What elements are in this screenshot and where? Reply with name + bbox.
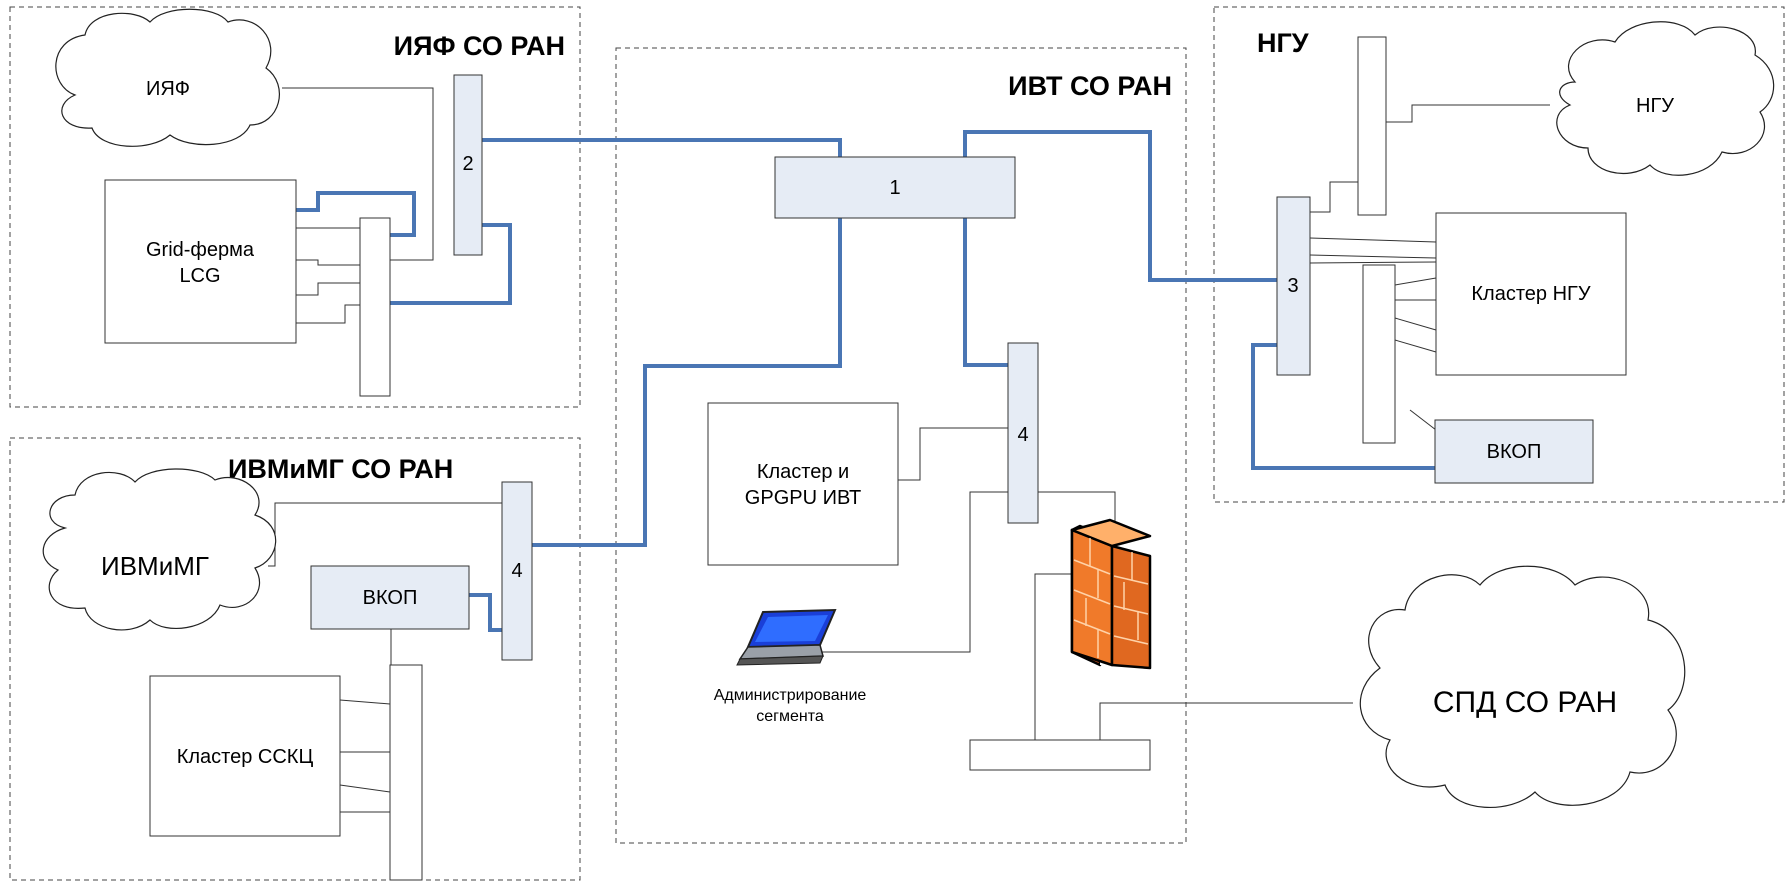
vkop-ngu-label: ВКОП (1487, 441, 1542, 463)
iyaf-local-switch (359, 217, 391, 397)
cluster-sskc-box (149, 675, 341, 837)
switch-3-label: 3 (1287, 275, 1298, 297)
vkop-ngu-box (1434, 419, 1594, 484)
region-title-ngu: НГУ (1257, 28, 1310, 58)
region-iyaf-frame (9, 6, 581, 408)
admin-label-line1: Администрирование (714, 687, 867, 704)
laptop-icon (736, 608, 837, 666)
cluster-ngu-label: Кластер НГУ (1471, 283, 1590, 305)
backbone-links (296, 130, 1435, 632)
ngu-cluster-switch (1362, 264, 1396, 444)
cluster-ngu-box (1435, 212, 1627, 376)
ngu-uplink-switch (1357, 36, 1387, 216)
cloud-spd (1359, 565, 1686, 809)
switch-4-ivmimg (501, 481, 533, 661)
cluster-ivt-label-line1: Кластер и (757, 461, 849, 483)
switch-1 (774, 156, 1016, 219)
switch-2-label: 2 (462, 153, 473, 175)
region-title-ivmimg: ИВМиМГ СО РАН (228, 454, 453, 484)
cluster-ivt-box (707, 402, 899, 566)
cloud-iyaf (55, 8, 280, 147)
switch-4-ivt-label: 4 (1017, 424, 1028, 446)
switch-3 (1276, 196, 1311, 376)
border-router-box (969, 739, 1151, 771)
switch-4-ivt (1007, 342, 1039, 524)
firewall-icon (1070, 518, 1152, 670)
region-title-ivt: ИВТ СО РАН (1008, 71, 1172, 101)
vkop-ivmimg-box (310, 565, 470, 630)
admin-label-line2: сегмента (756, 708, 824, 725)
switch-1-label: 1 (889, 177, 900, 199)
cluster-sskc-label: Кластер ССКЦ (177, 746, 314, 768)
cluster-ivt-label-line2: GPGPU ИВТ (745, 487, 861, 509)
region-ngu-frame (1213, 6, 1785, 503)
cloud-label-ivmimg: ИВМиМГ (101, 551, 209, 581)
grid-farm-box (104, 179, 297, 344)
cloud-label-ngu: НГУ (1636, 95, 1674, 117)
sskc-switch (389, 664, 423, 881)
switch-2 (453, 74, 483, 256)
region-ivt-frame (615, 47, 1187, 844)
grid-farm-label-line1: Grid-ферма (146, 239, 255, 261)
cloud-ivmimg (42, 468, 277, 631)
switch-4-ivmimg-label: 4 (511, 560, 522, 582)
cloud-label-spd: СПД СО РАН (1433, 686, 1617, 719)
vkop-ivmimg-label: ВКОП (363, 587, 418, 609)
cloud-ngu (1556, 21, 1775, 176)
region-ivmimg-frame (9, 437, 581, 881)
grid-farm-label-line2: LCG (179, 265, 220, 287)
cloud-label-iyaf: ИЯФ (146, 78, 190, 100)
region-title-iyaf: ИЯФ СО РАН (394, 31, 565, 61)
